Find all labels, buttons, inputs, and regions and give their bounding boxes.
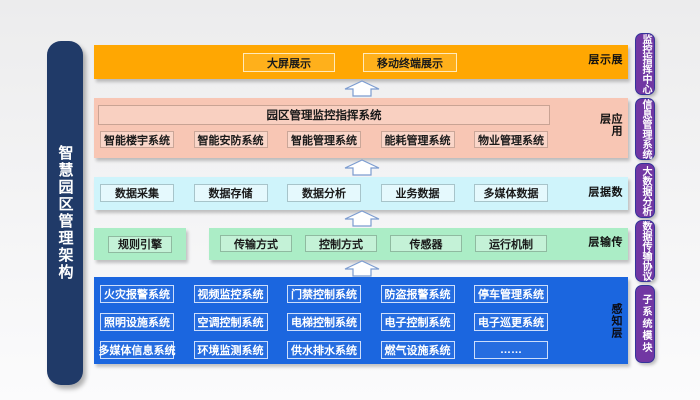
application-item: 智能管理系统 [287,131,361,148]
data-item: 业务数据 [380,184,455,202]
perception-item: 视频监控系统 [193,285,268,303]
data-item: 数据采集 [100,184,174,202]
layer-display: 大屏展示 移动终端展示 展示层 [94,45,628,79]
layer-perception: 火灾报警系统 视频监控系统 门禁控制系统 防盗报警系统 停车管理系统 照明设施系… [94,277,628,364]
layer-label-display: 展示层 [586,53,622,66]
perception-item: …… [474,341,548,359]
perception-item: 电梯控制系统 [287,313,361,331]
rule-engine-box: 规则引擎 [108,235,172,253]
side-tag-label: 数据传输协议 [640,221,651,281]
layer-application: 园区管理监控指挥系统 智能楼宇系统 智能安防系统 智能管理系统 能耗管理系统 物… [94,98,628,158]
diagram-title-bar: 智慧园区管理架构 [47,41,83,385]
application-item: 能耗管理系统 [380,131,455,148]
application-item: 物业管理系统 [474,131,548,148]
up-arrow-icon [344,210,380,227]
perception-item: 防盗报警系统 [380,285,455,303]
transport-item: 运行机制 [475,235,547,252]
perception-item: 多媒体信息系统 [99,341,176,359]
perception-item: 照明设施系统 [100,313,174,331]
data-item: 数据存储 [193,184,268,202]
side-tag-big-data-analysis: 大数据分析 [635,163,655,218]
side-tag-label: 信息管理系统 [640,99,651,159]
perception-item: 空调控制系统 [193,313,268,331]
data-items-row: 数据采集 数据存储 数据分析 业务数据 多媒体数据 [100,184,548,202]
layer-label-transport: 传输层 [586,236,622,248]
application-items-row: 智能楼宇系统 智能安防系统 智能管理系统 能耗管理系统 物业管理系统 [100,131,548,148]
perception-item: 电子控制系统 [380,313,455,331]
side-tag-label: 大数据分析 [640,165,651,216]
layer-data: 数据采集 数据存储 数据分析 业务数据 多媒体数据 数据层 [94,177,628,210]
transport-item: 控制方式 [305,235,377,252]
side-tag-monitoring-command-center: 监控指挥中心 [635,33,655,95]
perception-item: 门禁控制系统 [287,285,361,303]
side-tag-subsystem-module: 子系统模块 [635,285,655,363]
page-title: 智慧园区管理架构 [56,145,74,281]
perception-item: 火灾报警系统 [100,285,174,303]
application-item: 智能安防系统 [193,131,268,148]
up-arrow-icon [344,260,380,277]
side-tag-information-management-system: 信息管理系统 [635,98,655,160]
perception-item: 电子巡更系统 [474,313,548,331]
data-item: 数据分析 [287,184,361,202]
side-tag-data-transmission-protocol: 数据传输协议 [635,220,655,282]
side-tag-label: 子系统模块 [640,294,651,354]
data-item: 多媒体数据 [474,184,548,202]
application-item: 智能楼宇系统 [100,131,174,148]
application-system-box: 园区管理监控指挥系统 [98,105,550,125]
up-arrow-icon [344,80,380,97]
layer-transport: 传输方式 控制方式 传感器 运行机制 传输层 [209,228,628,260]
display-item: 移动终端展示 [363,53,457,72]
layer-label-perception: 感知层 [610,302,622,339]
layer-label-application: 应用层 [598,113,622,137]
layer-label-data: 数据层 [586,185,622,198]
transport-items-row: 传输方式 控制方式 传感器 运行机制 [220,235,547,252]
display-item: 大屏展示 [243,53,335,72]
perception-item: 燃气设施系统 [380,341,455,359]
up-arrow-icon [344,159,380,176]
perception-item: 停车管理系统 [474,285,548,303]
perception-row-1: 火灾报警系统 视频监控系统 门禁控制系统 防盗报警系统 停车管理系统 [100,285,548,303]
transport-item: 传感器 [390,235,462,252]
perception-row-2: 照明设施系统 空调控制系统 电梯控制系统 电子控制系统 电子巡更系统 [100,313,548,331]
side-tag-label: 监控指挥中心 [640,34,651,94]
perception-row-3: 多媒体信息系统 环境监测系统 供水排水系统 燃气设施系统 …… [99,341,548,359]
perception-item: 供水排水系统 [287,341,361,359]
perception-item: 环境监测系统 [193,341,268,359]
rule-engine-block: 规则引擎 [94,228,186,260]
transport-item: 传输方式 [220,235,292,252]
